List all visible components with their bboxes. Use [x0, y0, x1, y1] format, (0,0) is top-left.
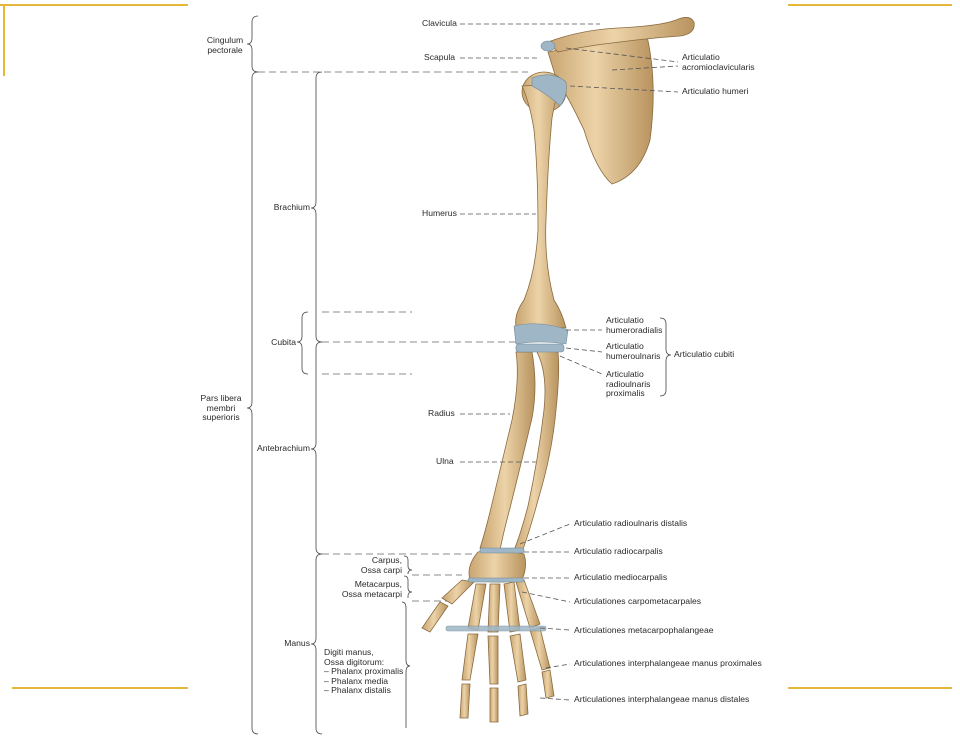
- frame-line-bottom-right: [788, 687, 952, 689]
- scapula-bone: [547, 31, 654, 185]
- label-antebrachium: Antebrachium: [256, 443, 310, 453]
- region-brackets: [246, 15, 672, 735]
- label-pars-libera: Pars libera membri superioris: [200, 393, 242, 423]
- label-cubita: Cubita: [271, 337, 296, 347]
- label-art-cubiti: Articulatio cubiti: [674, 349, 735, 359]
- label-metacarpus: Metacarpus, Ossa metacarpi: [341, 579, 402, 599]
- joint-cartilage: [445, 40, 569, 632]
- label-brachium: Brachium: [273, 202, 310, 212]
- label-art-radioulnaris-distalis: Articulatio radioulnaris distalis: [574, 518, 688, 528]
- label-humerus: Humerus: [422, 208, 457, 218]
- label-ulna: Ulna: [436, 456, 454, 466]
- label-radius: Radius: [428, 408, 455, 418]
- frame-line-top-left: [0, 4, 188, 6]
- label-leader-lines: [460, 23, 679, 701]
- label-art-humeri: Articulatio humeri: [682, 86, 749, 96]
- label-art-radiocarpalis: Articulatio radiocarpalis: [574, 546, 663, 556]
- clavicle-bone: [547, 17, 695, 53]
- bracket-cingulum: [246, 15, 259, 73]
- bracket-pars-libera: [246, 71, 259, 735]
- frame-line-top-right: [788, 4, 952, 6]
- label-manus: Manus: [284, 638, 310, 648]
- label-art-metacarpophalangeae: Articulationes metacarpophalangeae: [574, 625, 714, 635]
- bracket-manus: [310, 553, 323, 735]
- label-art-acromioclavicularis: Articulatio acromioclavicularis: [682, 52, 755, 72]
- label-art-interphalangeae-proximales: Articulationes interphalangeae manus pro…: [574, 658, 762, 668]
- region-dash-lines: [258, 71, 528, 602]
- bracket-cubita: [296, 311, 309, 375]
- bracket-digiti: [401, 601, 411, 728]
- bracket-carpus: [403, 555, 413, 575]
- carpus-bones: [468, 550, 526, 583]
- bracket-antebrachium: [310, 341, 323, 555]
- bracket-brachium: [310, 71, 323, 343]
- bracket-metacarpus: [403, 575, 413, 598]
- label-scapula: Scapula: [424, 52, 456, 62]
- bracket-cubiti: [659, 317, 672, 397]
- label-art-carpometacarpales: Articulationes carpometacarpales: [574, 596, 702, 606]
- bones: [421, 17, 695, 723]
- label-digiti: Digiti manus, Ossa digitorum: – Phalanx …: [324, 647, 404, 696]
- label-clavicula: Clavicula: [422, 18, 457, 28]
- label-art-radioulnaris-proximalis: Articulatio radioulnaris proximalis: [606, 369, 651, 399]
- label-art-mediocarpalis: Articulatio mediocarpalis: [574, 572, 668, 582]
- label-art-humeroradialis: Articulatio humeroradialis: [606, 315, 663, 335]
- frame-line-bottom-left: [12, 687, 188, 689]
- label-art-humeroulnaris: Articulatio humeroulnaris: [606, 341, 661, 361]
- label-carpus: Carpus, Ossa carpi: [360, 555, 402, 575]
- label-cingulum-pectorale: Cingulum pectorale: [206, 35, 244, 55]
- humerus-bone: [515, 83, 567, 329]
- frame-line-left: [3, 4, 5, 76]
- label-art-interphalangeae-distales: Articulationes interphalangeae manus dis…: [574, 694, 750, 704]
